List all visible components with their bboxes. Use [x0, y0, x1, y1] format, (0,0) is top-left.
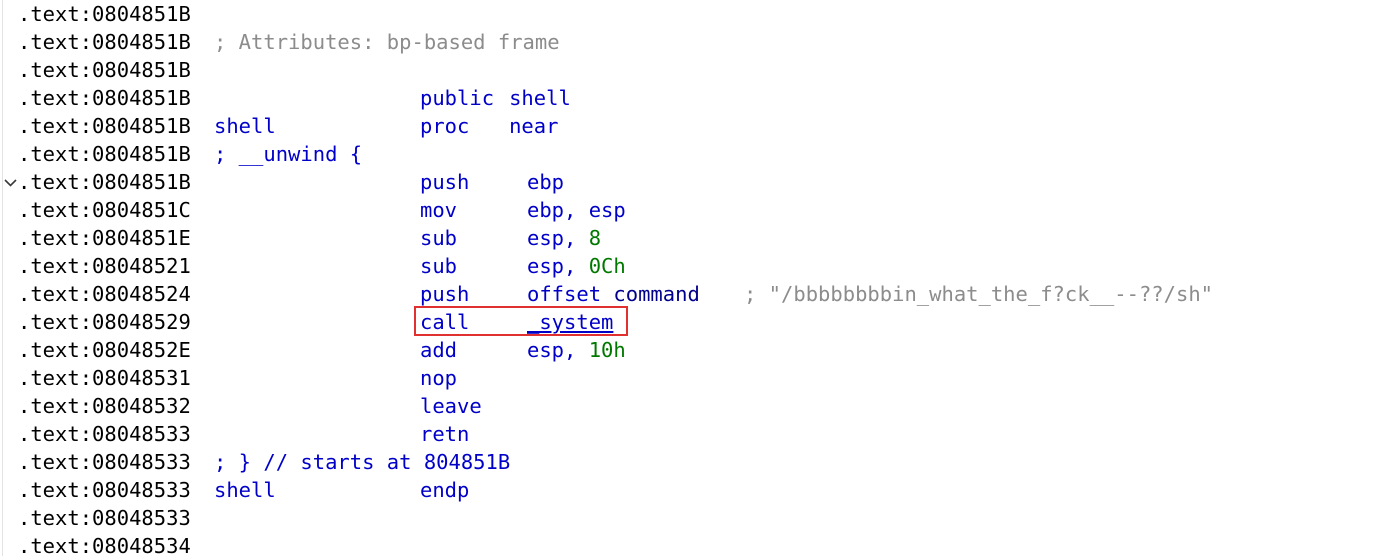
line-comment: ; __unwind { — [214, 142, 363, 166]
line-comment: ; } // starts at 804851B — [214, 450, 511, 474]
instruction-mnemonic[interactable]: proc — [420, 114, 470, 138]
instruction-operands[interactable]: shell — [509, 86, 571, 110]
disassembly-line[interactable]: .text:0804851B shell proc near — [0, 112, 1398, 140]
line-address: .text:0804851E — [18, 226, 191, 250]
instruction-mnemonic[interactable]: nop — [420, 366, 458, 390]
disassembly-line[interactable]: .text:08048531 nop — [0, 364, 1398, 392]
disassembly-line[interactable]: .text:08048533 shell endp — [0, 476, 1398, 504]
instruction-operands[interactable]: _system — [527, 310, 614, 334]
instruction-operands[interactable]: esp, 10h — [527, 338, 626, 362]
line-comment: ; Attributes: bp-based frame — [214, 30, 560, 54]
disassembly-line[interactable]: .text:08048532 leave — [0, 392, 1398, 420]
disassembly-line[interactable]: .text:0804851B — [0, 56, 1398, 84]
instruction-mnemonic[interactable]: sub — [420, 226, 458, 250]
instruction-operands[interactable]: near — [509, 114, 559, 138]
line-address: .text:0804851B — [18, 114, 191, 138]
disassembly-line[interactable]: .text:0804851B push ebp — [0, 168, 1398, 196]
disassembly-line[interactable]: .text:0804852E add esp, 10h — [0, 336, 1398, 364]
instruction-operands[interactable]: esp, 8 — [527, 226, 602, 250]
line-address: .text:0804851C — [18, 198, 191, 222]
disassembly-line[interactable]: .text:08048529 call _system — [0, 308, 1398, 336]
line-address: .text:0804851B — [18, 86, 191, 110]
instruction-mnemonic[interactable]: leave — [420, 394, 482, 418]
chevron-down-icon[interactable] — [3, 168, 17, 196]
disassembly-line[interactable]: .text:08048533 — [0, 504, 1398, 532]
disassembly-line[interactable]: .text:0804851B public shell — [0, 84, 1398, 112]
line-address: .text:0804851B — [18, 30, 191, 54]
line-address: .text:08048531 — [18, 366, 191, 390]
line-address: .text:08048533 — [18, 422, 191, 446]
instruction-mnemonic[interactable]: public — [420, 86, 495, 110]
disassembly-line[interactable]: .text:0804851C mov ebp, esp — [0, 196, 1398, 224]
instruction-operands[interactable]: ebp — [527, 170, 565, 194]
line-comment: ; "/bbbbbbbbin_what_the_f?ck__--??/sh" — [744, 282, 1213, 306]
disassembly-line[interactable]: .text:08048533 retn — [0, 420, 1398, 448]
instruction-operands[interactable]: offset command — [527, 282, 700, 306]
line-address: .text:08048524 — [18, 282, 191, 306]
line-label[interactable]: shell — [214, 114, 276, 138]
line-address: .text:08048529 — [18, 310, 191, 334]
instruction-mnemonic[interactable]: sub — [420, 254, 458, 278]
instruction-mnemonic[interactable]: add — [420, 338, 458, 362]
line-label[interactable]: shell — [214, 478, 276, 502]
line-address: .text:08048532 — [18, 394, 191, 418]
instruction-mnemonic[interactable]: push — [420, 282, 470, 306]
line-address: .text:08048533 — [18, 478, 191, 502]
line-address: .text:0804851B — [18, 2, 191, 26]
gutter-divider — [2, 0, 3, 556]
instruction-mnemonic[interactable]: push — [420, 170, 470, 194]
disassembly-line[interactable]: .text:08048533 ; } // starts at 804851B — [0, 448, 1398, 476]
instruction-mnemonic[interactable]: call — [420, 310, 470, 334]
disassembly-line[interactable]: .text:0804851B ; __unwind { — [0, 140, 1398, 168]
line-address: .text:08048534 — [18, 534, 191, 558]
line-address: .text:0804852E — [18, 338, 191, 362]
instruction-operands[interactable]: ebp, esp — [527, 198, 626, 222]
instruction-mnemonic[interactable]: mov — [420, 198, 458, 222]
instruction-operands[interactable]: esp, 0Ch — [527, 254, 626, 278]
line-address: .text:0804851B — [18, 170, 191, 194]
disassembly-line[interactable]: .text:08048521 sub esp, 0Ch — [0, 252, 1398, 280]
instruction-mnemonic[interactable]: retn — [420, 422, 470, 446]
instruction-mnemonic[interactable]: endp — [420, 478, 470, 502]
line-address: .text:08048533 — [18, 450, 191, 474]
disassembly-line[interactable]: .text:08048524 push offset command ; "/bbbb… — [0, 280, 1398, 308]
line-address: .text:0804851B — [18, 58, 191, 82]
disassembly-line[interactable]: .text:0804851E sub esp, 8 — [0, 224, 1398, 252]
disassembly-line[interactable]: .text:0804851B ; Attributes: bp-based fra… — [0, 28, 1398, 56]
disassembly-line[interactable]: .text:0804851B — [0, 0, 1398, 28]
line-address: .text:08048521 — [18, 254, 191, 278]
line-address: .text:08048533 — [18, 506, 191, 530]
disassembly-line[interactable]: .text:08048534 — [0, 532, 1398, 560]
line-address: .text:0804851B — [18, 142, 191, 166]
